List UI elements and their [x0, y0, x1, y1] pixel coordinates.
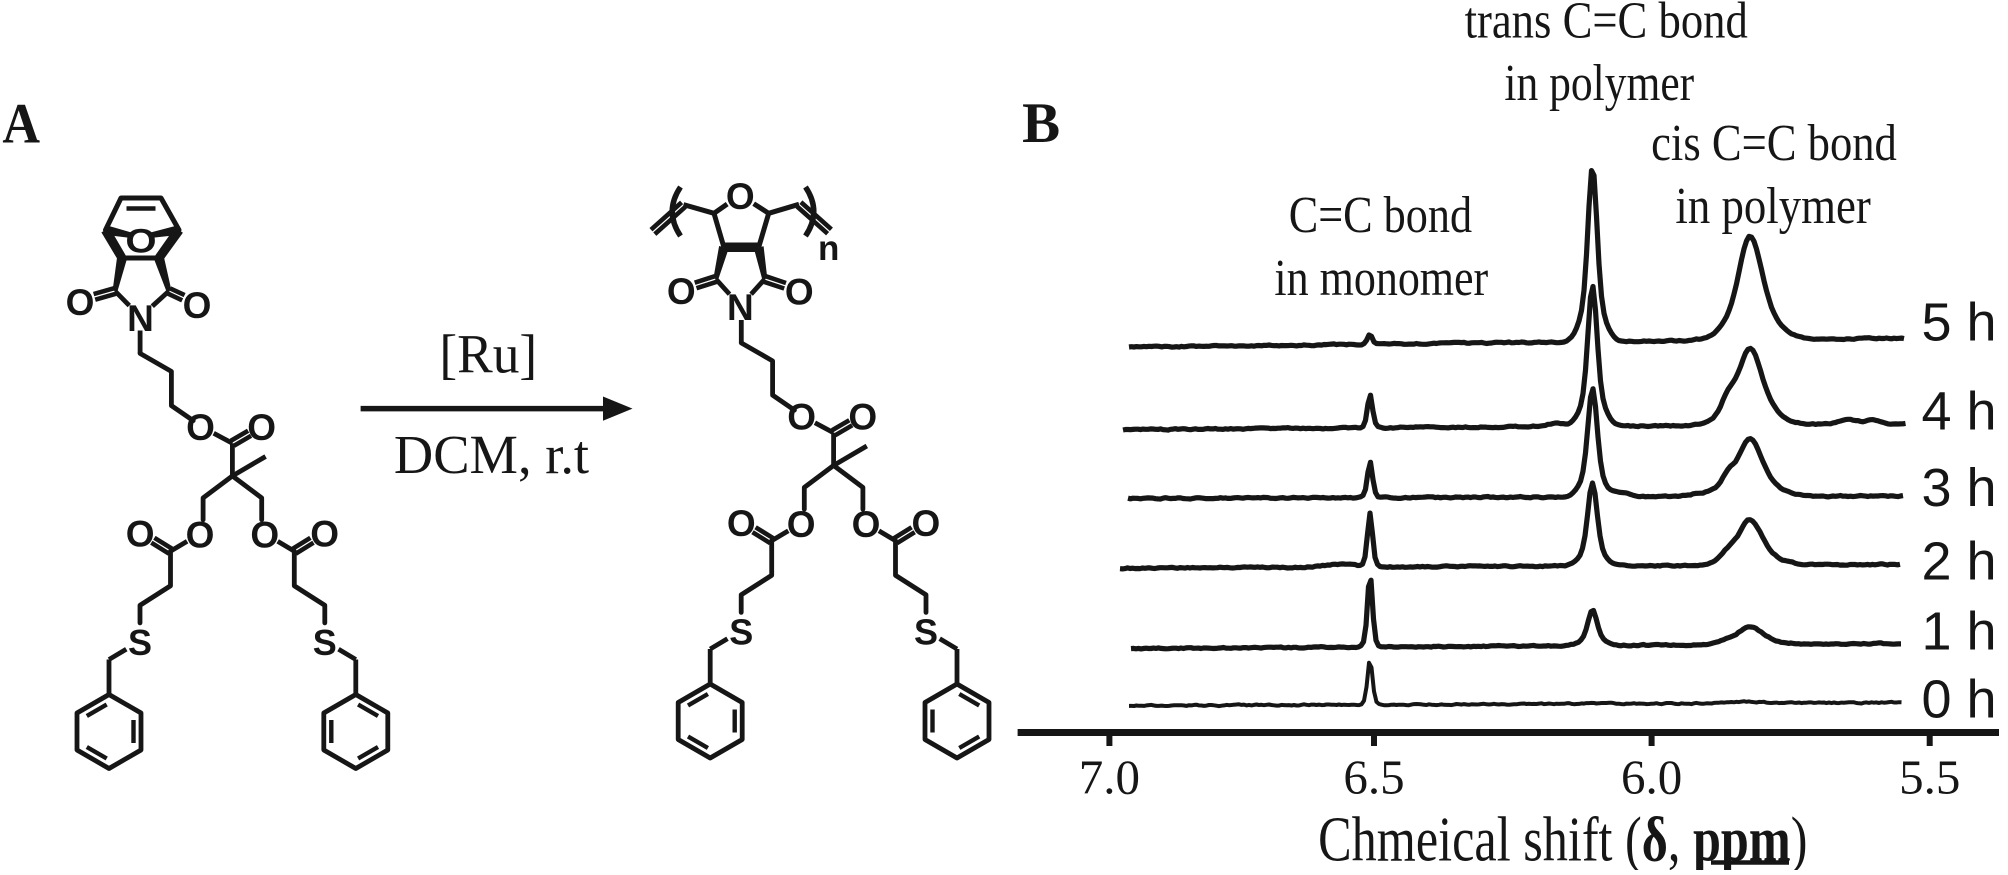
svg-text:2 h: 2 h	[1922, 532, 1997, 592]
svg-text:C=C bond: C=C bond	[1289, 187, 1472, 244]
svg-text:S: S	[914, 611, 938, 652]
svg-text:cis C=C bond: cis C=C bond	[1651, 115, 1897, 172]
svg-text:O: O	[667, 271, 696, 312]
svg-text:O: O	[852, 504, 881, 545]
svg-text:in monomer: in monomer	[1274, 250, 1488, 307]
svg-text:S: S	[313, 622, 337, 663]
svg-text:O: O	[726, 176, 755, 217]
svg-text:O: O	[186, 515, 215, 556]
svg-text:5.5: 5.5	[1899, 750, 1960, 805]
svg-text:S: S	[128, 622, 152, 663]
svg-text:O: O	[247, 407, 276, 448]
svg-text:4 h: 4 h	[1922, 381, 1997, 441]
svg-text:O: O	[250, 515, 279, 556]
svg-text:in polymer: in polymer	[1675, 178, 1870, 235]
svg-text:O: O	[310, 513, 339, 554]
svg-text:n: n	[818, 229, 839, 268]
svg-text:O: O	[183, 285, 212, 326]
svg-text:[Ru]: [Ru]	[439, 324, 537, 385]
svg-text:0 h: 0 h	[1922, 670, 1997, 730]
svg-text:trans C=C bond: trans C=C bond	[1465, 0, 1748, 49]
svg-text:DCM, r.t: DCM, r.t	[394, 424, 589, 485]
svg-text:O: O	[785, 271, 814, 312]
svg-text:O: O	[787, 504, 816, 545]
svg-text:O: O	[186, 407, 215, 448]
svg-text:O: O	[66, 282, 95, 323]
svg-text:3 h: 3 h	[1922, 458, 1997, 518]
svg-text:O: O	[727, 503, 756, 544]
svg-text:S: S	[729, 611, 753, 652]
svg-text:O: O	[126, 513, 155, 554]
svg-text:A: A	[2, 91, 40, 155]
svg-text:6.5: 6.5	[1343, 750, 1404, 805]
svg-text:O: O	[848, 397, 877, 438]
svg-text:1 h: 1 h	[1922, 602, 1997, 662]
svg-text:5 h: 5 h	[1922, 293, 1997, 353]
svg-text:in polymer: in polymer	[1504, 54, 1694, 111]
svg-text:O: O	[125, 221, 156, 259]
svg-text:7.0: 7.0	[1079, 750, 1140, 805]
svg-text:Chmeical shift (δ, ppm): Chmeical shift (δ, ppm)	[1318, 805, 1807, 870]
svg-text:O: O	[787, 397, 816, 438]
svg-text:O: O	[912, 503, 941, 544]
svg-text:6.0: 6.0	[1621, 750, 1682, 805]
svg-text:B: B	[1022, 92, 1060, 155]
